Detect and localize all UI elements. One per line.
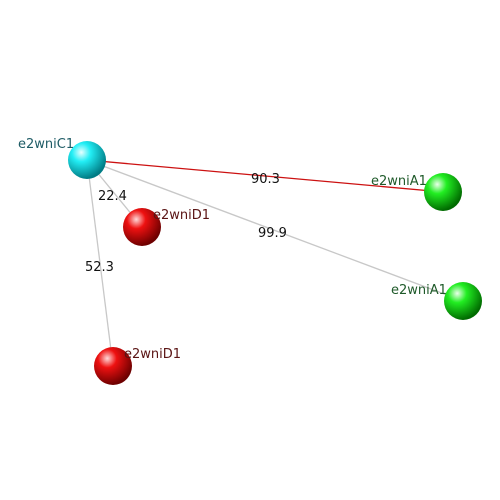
nodes: [68, 141, 482, 385]
edges: [86, 159, 464, 367]
edge-c1-d1-bottom: [86, 159, 114, 367]
atom-node-c1[interactable]: [68, 141, 106, 179]
node-label-a1-bottom: e2wniA1: [391, 283, 447, 298]
atom-node-d1-bottom[interactable]: [94, 347, 132, 385]
edge-labels: 90.3 22.4 99.9 52.3: [85, 172, 287, 275]
edge-label-c1-a1-bottom: 99.9: [258, 226, 287, 241]
atom-node-a1-bottom[interactable]: [444, 282, 482, 320]
node-label-d1-top: e2wniD1: [153, 208, 210, 223]
edge-label-c1-d1-bottom: 52.3: [85, 260, 114, 275]
edge-label-c1-a1-top: 90.3: [251, 172, 280, 187]
edge-label-c1-d1-top: 22.4: [98, 189, 127, 204]
node-label-d1-bottom: e2wniD1: [124, 347, 181, 362]
edge-c1-a1-bottom: [86, 159, 464, 302]
node-labels: e2wniC1 e2wniA1 e2wniA1 e2wniD1 e2wniD1: [18, 137, 447, 362]
edge-c1-a1-top: [86, 159, 444, 193]
node-label-c1: e2wniC1: [18, 137, 74, 152]
node-label-a1-top: e2wniA1: [371, 174, 427, 189]
atom-node-a1-top[interactable]: [424, 173, 462, 211]
atom-node-d1-top[interactable]: [123, 208, 161, 246]
